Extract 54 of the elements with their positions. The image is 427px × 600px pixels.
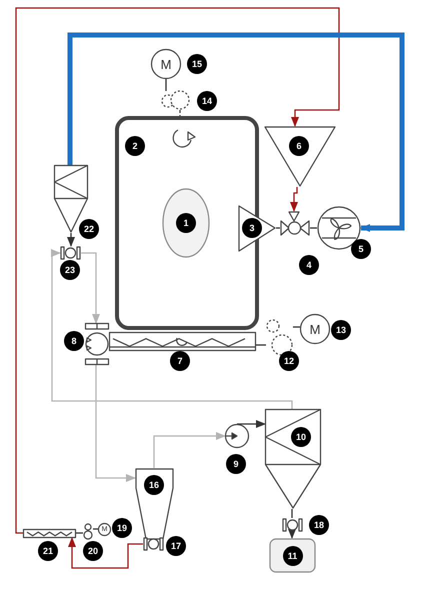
pipe-line <box>256 344 266 346</box>
cyclone-separator <box>135 468 174 540</box>
callout-number: 18 <box>309 515 329 535</box>
pipe-line <box>68 32 404 232</box>
callout-number: 23 <box>60 260 80 280</box>
pipe-line <box>288 529 296 539</box>
ellipse-shape <box>162 188 210 258</box>
gear-symbol <box>159 91 190 110</box>
callout-number: 4 <box>299 255 319 275</box>
pipe-line <box>67 233 75 247</box>
rotary-valve <box>60 246 81 260</box>
pipe-line <box>95 365 136 482</box>
callout-number: 22 <box>79 219 99 239</box>
pipe-line <box>51 249 293 409</box>
callout-number: 20 <box>83 541 103 561</box>
pipe-line <box>291 509 293 518</box>
cyclone-separator <box>265 409 321 509</box>
collection-container <box>269 538 316 573</box>
callout-number: 21 <box>38 541 58 561</box>
callout-number: 2 <box>125 136 145 156</box>
screw-conveyor <box>23 529 76 538</box>
rotary-valve <box>143 537 165 551</box>
pump-symbol <box>85 323 109 365</box>
callout-number: 19 <box>112 518 132 538</box>
callout-number: 14 <box>197 91 217 111</box>
gear-symbol <box>83 523 93 540</box>
screw-conveyor <box>109 332 256 351</box>
nozzle-cone <box>238 205 276 252</box>
gear-symbol <box>266 319 293 356</box>
motor-letter: M <box>309 322 321 336</box>
motor-letter: M <box>160 58 172 70</box>
pipe-line <box>153 432 226 468</box>
callout-number: 7 <box>170 351 190 371</box>
callout-number: 5 <box>351 239 371 259</box>
mixing-vessel <box>115 116 259 330</box>
callout-number: 12 <box>279 351 299 371</box>
motor-symbol <box>98 523 111 536</box>
shaft-line <box>179 110 181 116</box>
motor-symbol <box>300 314 330 344</box>
pipe-line <box>68 537 143 569</box>
blower-symbol <box>225 424 249 448</box>
pipe-line <box>15 7 340 534</box>
feed-hopper <box>264 126 336 187</box>
callout-number: 9 <box>226 454 246 474</box>
motor-symbol <box>151 49 181 79</box>
rotary-valve <box>282 518 303 532</box>
pipe-line <box>237 420 266 428</box>
callout-number: 13 <box>331 320 351 340</box>
callout-number: 15 <box>187 54 207 74</box>
pipe-line <box>290 187 298 212</box>
callout-number: 17 <box>166 536 186 556</box>
pipe-line <box>165 79 167 91</box>
callout-number: 8 <box>64 331 84 351</box>
pipe-line <box>81 252 100 324</box>
